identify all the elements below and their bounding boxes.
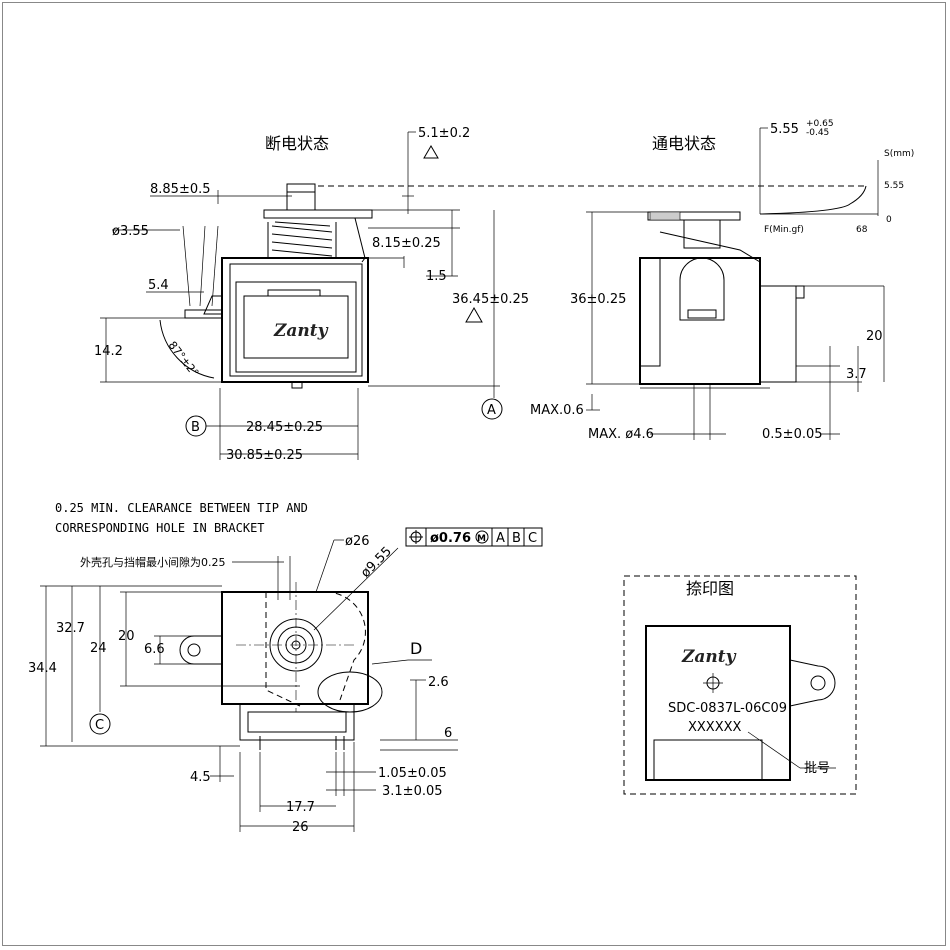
tolerance-datum-3: C [528, 531, 537, 546]
dim-max-phi-4-6: MAX. ø4.6 [588, 427, 654, 442]
dim-87deg: 87°±2° [166, 339, 202, 379]
bottom-body [221, 591, 369, 705]
graph-x-label: F(Min.gf) [764, 225, 804, 235]
spring [267, 221, 337, 258]
print-marking-view: 捺印图 Zanty SDC-0837L-06C09 XXXXXX 批号 [623, 575, 857, 795]
dim-5-55-plus: +0.65 [806, 119, 834, 129]
dim-36-45: 36.45±0.25 [452, 292, 529, 307]
dim-3-1: 3.1±0.05 [382, 784, 443, 799]
print-batch-code: XXXXXX [688, 720, 742, 735]
graph-origin: 0 [886, 215, 892, 225]
graph-y-value: 5.55 [884, 181, 904, 191]
dim-8-85: 8.85±0.5 [150, 182, 211, 197]
print-model: SDC-0837L-06C09 [668, 701, 787, 716]
dim-20-right: 20 [866, 329, 883, 344]
tolerance-modifier: M [477, 534, 486, 544]
on-body [639, 257, 761, 385]
dim-5-4: 5.4 [148, 278, 169, 293]
print-mounting-ear [789, 659, 836, 707]
dim-3-7: 3.7 [846, 367, 867, 382]
datum-a-label: A [487, 403, 496, 418]
dim-5-55-minus: -0.45 [806, 128, 829, 138]
geometric-tolerance-frame: ø0.76 M A B C [405, 527, 543, 547]
off-state-brand-label: Zanty [273, 321, 329, 341]
dim-phi-3-55: ø3.55 [112, 224, 149, 239]
dim-6-6: 6.6 [144, 642, 165, 657]
plunger-cap [286, 183, 316, 211]
dim-30-85: 30.85±0.25 [226, 448, 303, 463]
on-state-title: 通电状态 [652, 134, 716, 153]
on-plunger [683, 219, 721, 249]
dim-36: 36±0.25 [570, 292, 626, 307]
dim-2-6: 2.6 [428, 675, 449, 690]
off-state-view: 断电状态 Zanty [94, 126, 529, 463]
dim-1-5: 1.5 [426, 269, 447, 284]
dim-34-4: 34.4 [28, 661, 57, 676]
datum-a-marker [481, 398, 503, 420]
dim-28-45: 28.45±0.25 [246, 420, 323, 435]
terminal-block [759, 285, 797, 383]
mounting-ear [179, 635, 222, 665]
dim-0-5: 0.5±0.05 [762, 427, 823, 442]
dim-17-7: 17.7 [286, 800, 315, 815]
dim-max-0-6: MAX.0.6 [530, 403, 584, 418]
datum-b-label: B [191, 420, 200, 435]
graph-x-value: 68 [856, 225, 868, 235]
dim-5-1: 5.1±0.2 [418, 126, 470, 141]
graph-y-label: S(mm) [884, 149, 914, 159]
dim-32-7: 32.7 [56, 621, 85, 636]
dim-24: 24 [90, 641, 107, 656]
off-state-title: 断电状态 [265, 134, 329, 153]
dim-8-15: 8.15±0.25 [372, 236, 441, 251]
datum-d-label: D [410, 639, 422, 658]
datum-c-marker [89, 713, 111, 735]
bottom-connector [239, 703, 355, 741]
dim-phi-9-55: ø9.55 [358, 544, 395, 581]
dim-1-05: 1.05±0.05 [378, 766, 447, 781]
tolerance-datum-1: A [496, 531, 505, 546]
tolerance-datum-2: B [512, 531, 521, 546]
print-view-border [623, 575, 857, 795]
note-hole-clearance: 外壳孔与挡帽最小间隙为0.25 [80, 555, 226, 569]
print-view-title: 捺印图 [686, 579, 734, 598]
dim-5-55-base: 5.55 [770, 122, 799, 137]
dim-phi-26: ø26 [345, 534, 370, 549]
bottom-view: 外壳孔与挡帽最小间隙为0.25 ø26 ø9.55 ø0.76 [28, 527, 543, 835]
dim-4-5: 4.5 [190, 770, 211, 785]
tolerance-value: ø0.76 [430, 531, 471, 546]
d-feature [317, 671, 383, 713]
note-clearance-line2: CORRESPONDING HOLE IN BRACKET [55, 521, 265, 535]
print-batch-label: 批号 [804, 761, 830, 776]
note-clearance-line1: 0.25 MIN. CLEARANCE BETWEEN TIP AND [55, 501, 308, 515]
print-brand: Zanty [681, 647, 737, 667]
on-state-view: 通电状态 5.55 +0.65 -0.45 [530, 119, 914, 442]
dim-14-2: 14.2 [94, 344, 123, 359]
datum-c-label: C [95, 718, 104, 733]
dim-20-left: 20 [118, 629, 135, 644]
top-plate [263, 209, 373, 219]
dim-6: 6 [444, 726, 452, 741]
dim-26: 26 [292, 820, 309, 835]
force-stroke-graph: S(mm) 5.55 0 F(Min.gf) 68 [759, 149, 914, 235]
